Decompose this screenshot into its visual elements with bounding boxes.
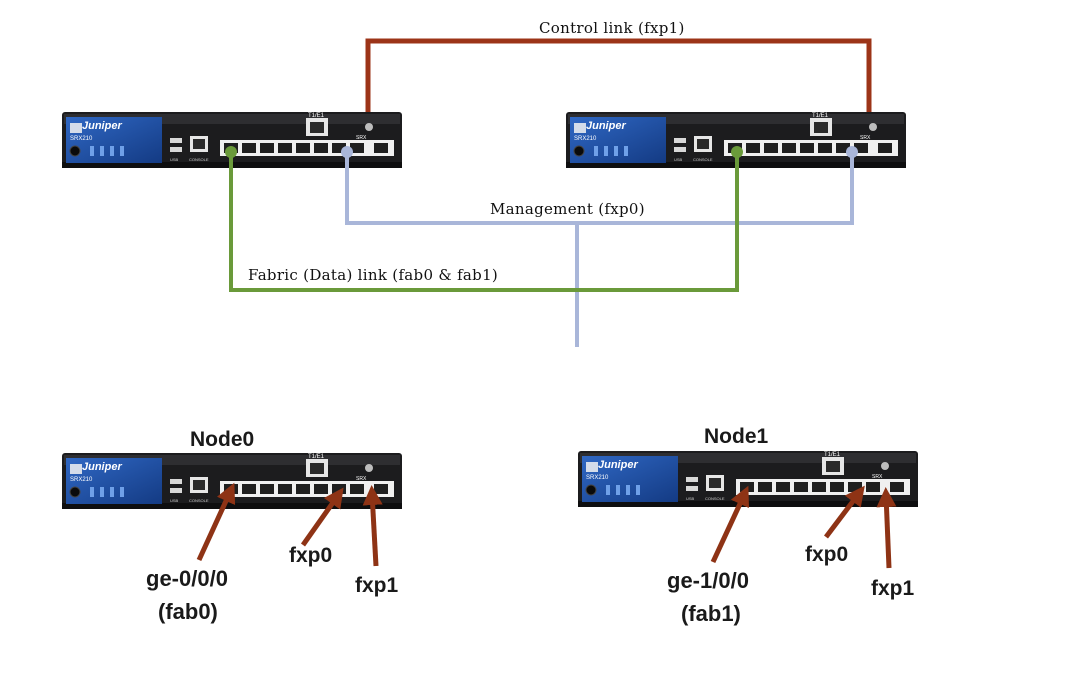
fabric-link-label: Fabric (Data) link (fab0 & fab1) — [248, 266, 498, 284]
device-model-text: SRX210 — [574, 136, 597, 142]
control-link-line — [365, 38, 872, 150]
device-brand-text: Juniper — [82, 120, 122, 132]
node0-management-port-dot — [341, 146, 353, 158]
top-device-node0: Juniper SRX210 T1/E1 SRX CONSOLE USB — [61, 111, 403, 169]
device-usb-text: USB — [170, 157, 179, 162]
node1-fabric-port-dot — [731, 146, 743, 158]
device-brand-text: Juniper — [82, 461, 122, 473]
node1-fxp1-label: fxp1 — [871, 577, 915, 600]
bottom-device-node1: Juniper SRX210 T1/E1 SRX CONSOLE USB — [577, 450, 919, 508]
node1-fxp1-arrow — [876, 487, 897, 569]
device-model-text: SRX210 — [70, 136, 93, 142]
device-console-text: CONSOLE — [189, 498, 209, 503]
device-usb-text: USB — [686, 496, 695, 501]
top-device-node1: Juniper SRX210 T1/E1 SRX CONSOLE USB — [565, 111, 907, 169]
device-srx-text: SRX — [872, 474, 883, 480]
fabric-link-line — [229, 152, 739, 292]
node1-fxp0-label: fxp0 — [805, 543, 848, 566]
device-usb-text: USB — [170, 498, 179, 503]
device-t1e1-text: T1/E1 — [308, 113, 325, 119]
device-usb-text: USB — [674, 157, 683, 162]
device-t1e1-text: T1/E1 — [824, 452, 841, 458]
device-brand-text: Juniper — [586, 120, 626, 132]
node1-ge-arrow — [710, 485, 750, 564]
bottom-device-node0: Juniper SRX210 T1/E1 SRX CONSOLE USB — [61, 452, 403, 510]
device-console-text: CONSOLE — [705, 496, 725, 501]
node0-fxp0-label: fxp0 — [289, 544, 332, 567]
device-brand-text: Juniper — [598, 459, 638, 471]
node0-ge-arrow — [196, 482, 236, 562]
node1-ge-label: ge-1/0/0 — [667, 568, 749, 593]
device-srx-text: SRX — [860, 135, 871, 141]
device-model-text: SRX210 — [586, 475, 609, 481]
node1-fab-label: (fab1) — [681, 601, 741, 626]
node0-fabric-port-dot — [225, 146, 237, 158]
device-t1e1-text: T1/E1 — [812, 113, 829, 119]
node1-fxp0-arrow — [824, 485, 865, 539]
device-srx-text: SRX — [356, 476, 367, 482]
node0-title: Node0 — [190, 428, 254, 451]
device-console-text: CONSOLE — [693, 157, 713, 162]
node0-fxp0-arrow — [300, 487, 344, 547]
device-console-text: CONSOLE — [189, 157, 209, 162]
node0-fab-label: (fab0) — [158, 599, 218, 624]
node0-fxp1-label: fxp1 — [355, 574, 399, 597]
control-link-label: Control link (fxp1) — [539, 19, 685, 37]
management-link-label: Management (fxp0) — [490, 200, 645, 218]
device-srx-text: SRX — [356, 135, 367, 141]
device-t1e1-text: T1/E1 — [308, 454, 325, 460]
device-model-text: SRX210 — [70, 477, 93, 483]
management-link-line — [345, 152, 854, 225]
node1-management-port-dot — [846, 146, 858, 158]
node1-title: Node1 — [704, 425, 769, 448]
node0-fxp1-arrow — [362, 485, 383, 567]
node0-ge-label: ge-0/0/0 — [146, 566, 228, 591]
